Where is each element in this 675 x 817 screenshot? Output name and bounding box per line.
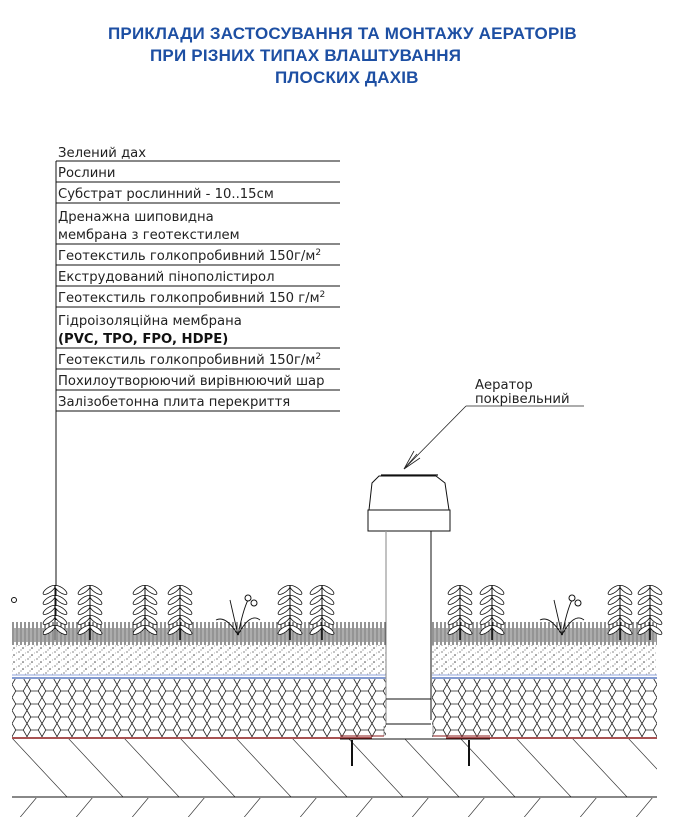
title-line-1: ПРИКЛАДИ ЗАСТОСУВАННЯ ТА МОНТАЖУ АЕРАТОР… bbox=[108, 24, 577, 43]
legend-layer-label: Похилоутворюючий вирівнюючий шар bbox=[58, 374, 325, 389]
fern-plant bbox=[447, 585, 473, 640]
legend-layer-label: Гідроізоляційна мембрана bbox=[58, 313, 242, 329]
aerator-leader bbox=[403, 405, 584, 470]
roof-layers bbox=[11, 585, 663, 817]
fern-plant bbox=[277, 585, 303, 640]
title-line-3: ПЛОСКИХ ДАХІВ bbox=[275, 68, 419, 87]
legend-layer-label-2: (PVC, TPO, FPO, HDPE) bbox=[58, 332, 228, 347]
title-line-2: ПРИ РІЗНИХ ТИПАХ ВЛАШТУВАННЯ bbox=[150, 46, 462, 65]
legend-layer-label: Субстрат рослинний - 10..15см bbox=[58, 186, 274, 202]
drainage-membrane-line bbox=[12, 674, 657, 679]
fern-plant bbox=[479, 585, 505, 640]
aerator-band bbox=[367, 509, 451, 532]
fern-plant bbox=[167, 585, 193, 640]
legend-layer-label: Геотекстиль голкопробивний 150 г/м2 bbox=[58, 290, 325, 306]
aerator-pipe bbox=[383, 531, 434, 736]
flower-bud bbox=[11, 597, 17, 603]
legend-layer-label: Дренажна шиповидна bbox=[58, 210, 214, 225]
flower-plant bbox=[215, 594, 261, 636]
legend-layer-label: Залізобетонна плита перекриття bbox=[58, 394, 290, 410]
aerator-label-line-2: покрівельний bbox=[475, 392, 570, 407]
roof-aerator: Аератор покрівельний bbox=[340, 378, 584, 766]
fern-plant bbox=[42, 585, 68, 640]
xps-insulation-layer bbox=[12, 679, 657, 737]
fern-plant bbox=[309, 585, 335, 640]
concrete-slab bbox=[12, 739, 657, 817]
fern-plant bbox=[77, 585, 103, 640]
fern-plant bbox=[637, 585, 663, 640]
substrate-layer bbox=[12, 645, 657, 675]
legend-layer-label: Екструдований пінополістирол bbox=[58, 270, 275, 285]
aerator-flange bbox=[340, 735, 490, 766]
aerator-cap bbox=[368, 475, 450, 511]
plants bbox=[11, 585, 663, 640]
legend-layer-label: Рослини bbox=[58, 166, 115, 181]
aerator-label-line-1: Аератор bbox=[475, 378, 533, 393]
fern-plant bbox=[132, 585, 158, 640]
legend-heading: Зелений дах bbox=[58, 146, 146, 161]
flower-plant bbox=[539, 594, 585, 636]
legend-layer-label: Геотекстиль голкопробивний 150г/м2 bbox=[58, 248, 321, 264]
fern-plant bbox=[607, 585, 633, 640]
legend-layer-label-2: мембрана з геотекстилем bbox=[58, 227, 240, 243]
legend-layer-label: Геотекстиль голкопробивний 150г/м2 bbox=[58, 352, 321, 368]
